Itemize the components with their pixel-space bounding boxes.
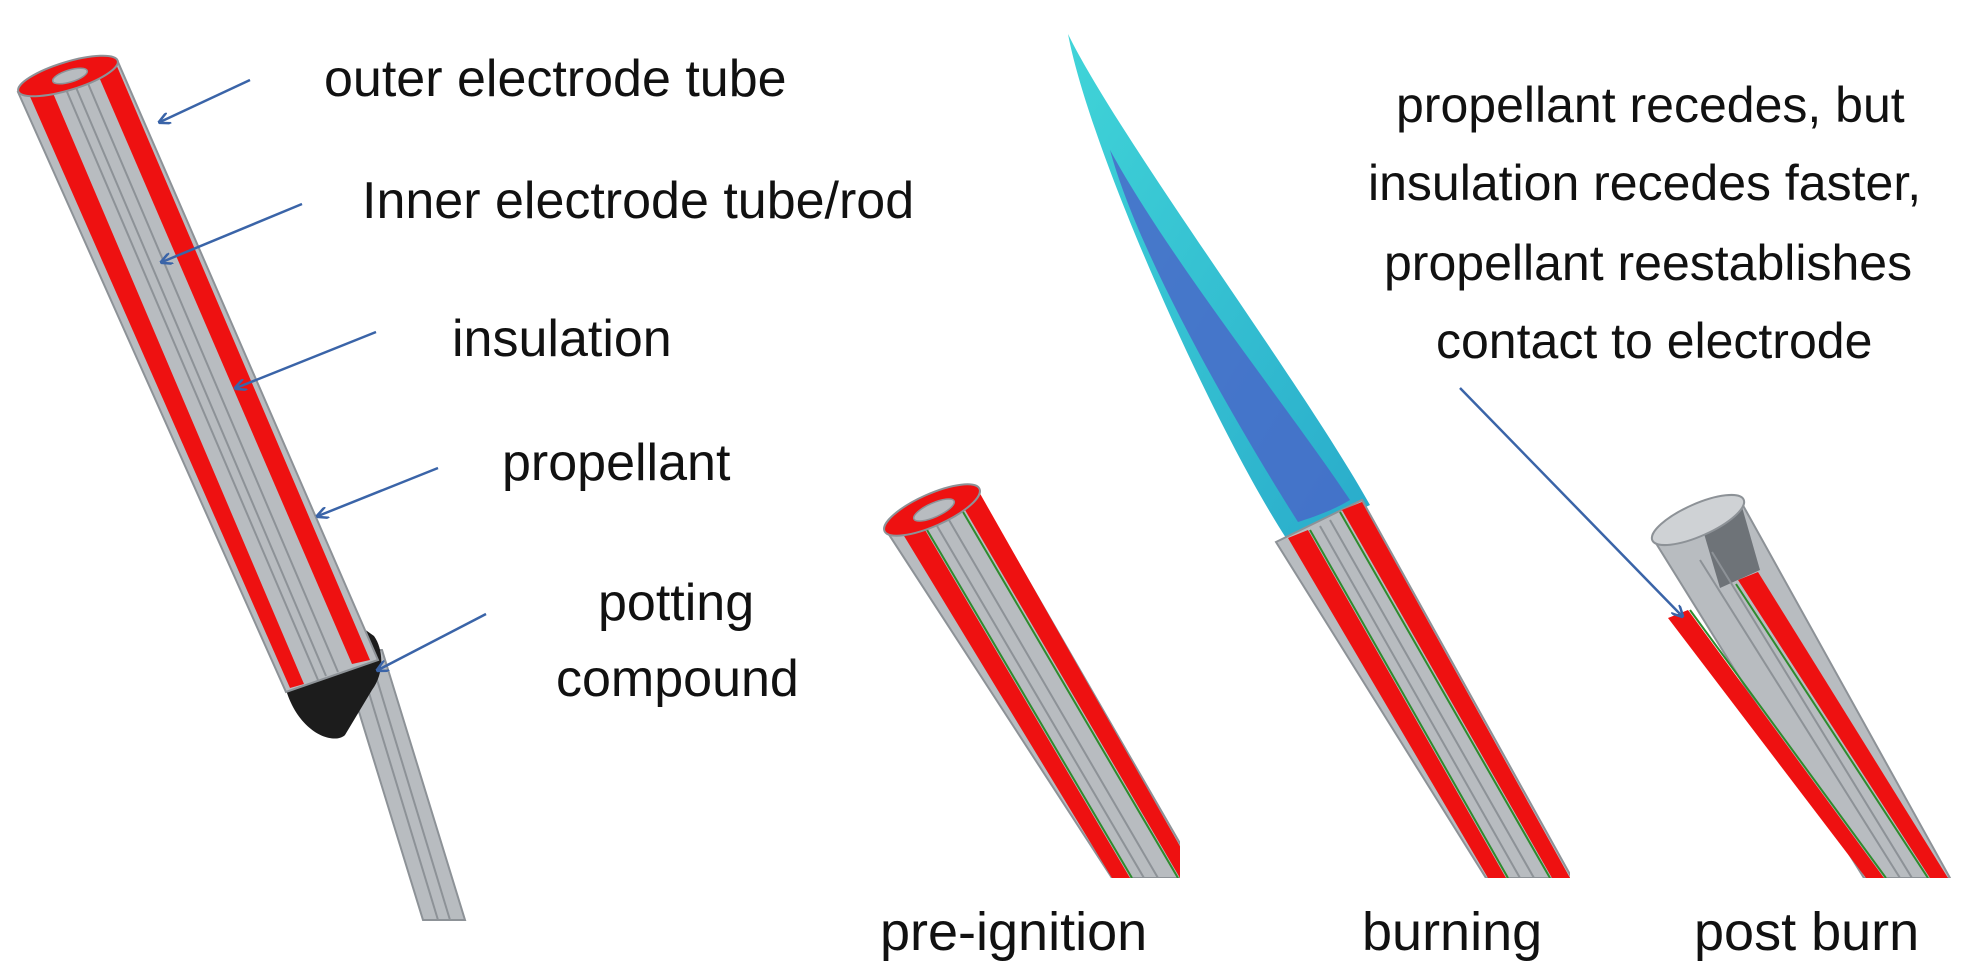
arrow-insulation — [236, 330, 377, 388]
stage-pre-ignition — [883, 483, 1180, 878]
caption-post-burn: post burn — [1694, 902, 1919, 962]
caption-burning: burning — [1362, 902, 1542, 962]
note-line3: propellant reestablishes — [1384, 235, 1912, 291]
label-propellant: propellant — [502, 434, 731, 492]
callout-arrows — [160, 78, 487, 670]
left-assembly — [16, 54, 467, 921]
outer-electrode-tube — [16, 54, 380, 694]
flame — [1068, 34, 1370, 538]
arrow-outer-electrode — [160, 78, 251, 122]
caption-pre-ignition: pre-ignition — [880, 902, 1147, 962]
arrow-post-burn-note — [1459, 387, 1682, 616]
label-insulation: insulation — [452, 310, 672, 368]
arrow-inner-electrode — [162, 202, 303, 262]
label-inner-electrode: Inner electrode tube/rod — [362, 172, 914, 230]
note-line2: insulation recedes faster, — [1368, 155, 1921, 211]
arrow-propellant — [318, 466, 439, 516]
stage-post-burn — [1650, 493, 1952, 878]
label-outer-electrode: outer electrode tube — [324, 50, 787, 108]
arrow-potting — [378, 612, 487, 670]
note-line1: propellant recedes, but — [1396, 77, 1905, 133]
label-potting-line1: potting — [598, 574, 754, 632]
note-line4: contact to electrode — [1436, 313, 1872, 369]
stage-burning — [1274, 498, 1570, 878]
label-potting-line2: compound — [556, 650, 799, 708]
